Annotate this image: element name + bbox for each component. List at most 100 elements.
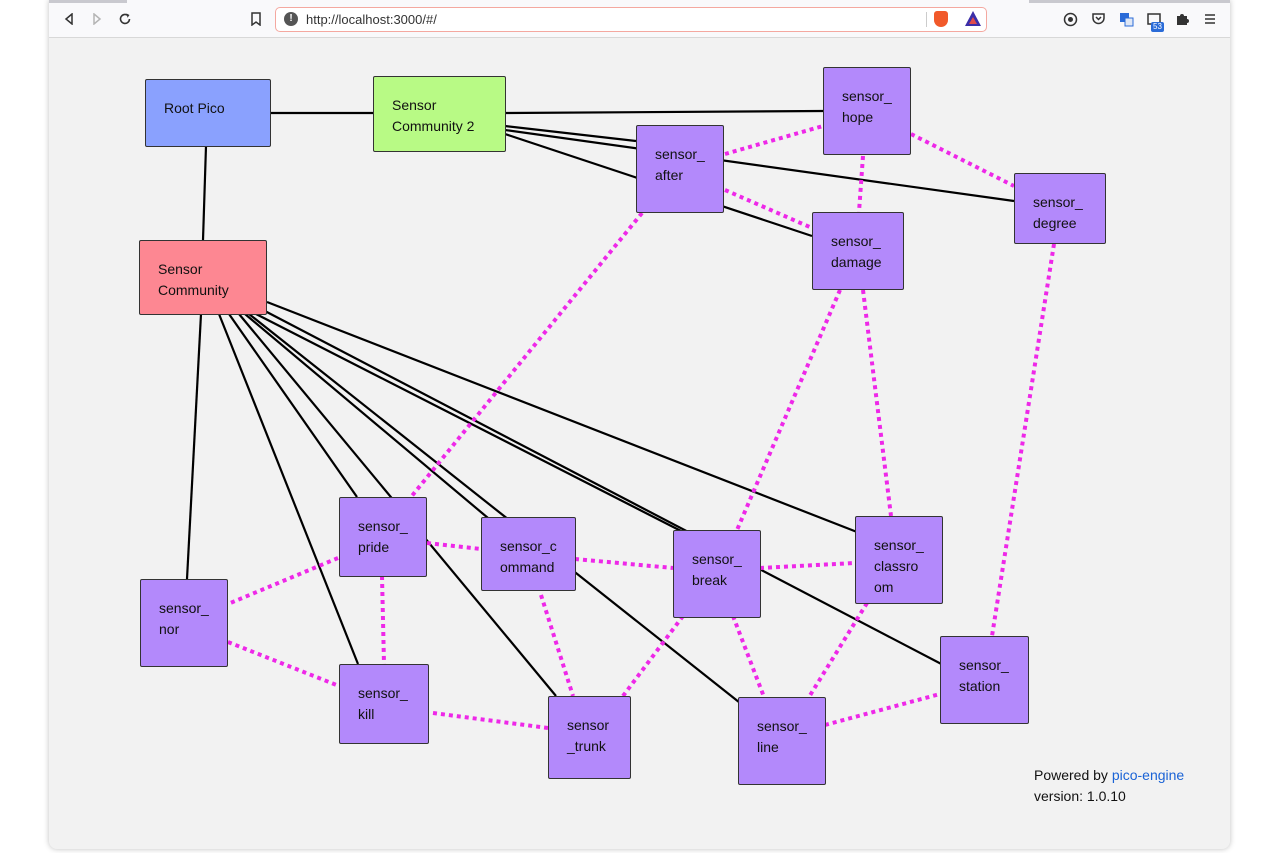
edge-community-pride (228, 313, 358, 498)
pico-sensor-after[interactable]: sensor_after (636, 125, 724, 213)
pico-sensor-line[interactable]: sensor_line (738, 697, 826, 785)
pico-label-line: sensor_ (959, 657, 1009, 673)
pico-label-line: sensor_ (159, 600, 209, 616)
pico-label-line: sensor_ (1033, 194, 1083, 210)
pico-sensor-degree[interactable]: sensor_degree (1014, 173, 1106, 244)
sub-after-hope (724, 124, 824, 156)
pico-label-line: nor (159, 621, 180, 637)
tab-strip (49, 0, 127, 3)
pico-label-line: station (959, 678, 1001, 694)
menu-icon[interactable] (1202, 11, 1218, 27)
brave-icon[interactable] (934, 11, 948, 27)
pico-label-line: Community (158, 282, 229, 298)
pico-label-line: Sensor (158, 261, 203, 277)
pico-label-line: _trunk (567, 738, 606, 754)
parent-child-edges (185, 109, 1015, 715)
sub-break-classroom (759, 561, 856, 570)
pico-label-line: break (692, 572, 728, 588)
pico-label-line: after (655, 167, 684, 183)
extension-badge: 53 (1151, 22, 1164, 32)
edge-community2-hope (504, 109, 824, 115)
browser-toolbar: ! 53 (49, 0, 1230, 38)
edge-community-nor (185, 313, 203, 580)
pico-label-line: Root Pico (164, 100, 225, 116)
pico-label-line: sensor_ (757, 718, 807, 734)
sub-nor-kill (227, 640, 340, 688)
pico-label-line: sensor_ (358, 685, 408, 701)
edge-community2-after (504, 124, 637, 143)
reload-icon[interactable] (117, 11, 133, 27)
powered-by-label: Powered by (1034, 767, 1108, 783)
back-icon[interactable] (61, 11, 77, 27)
sub-damage-break (735, 289, 842, 531)
sub-pride-command (426, 541, 482, 551)
pico-sensor-hope[interactable]: sensor_hope (823, 67, 911, 155)
pico-root[interactable]: Root Pico (145, 79, 271, 147)
privacy-icon[interactable] (1062, 11, 1078, 27)
engine-version: version: 1.0.10 (1034, 788, 1126, 804)
sub-pride-kill (380, 575, 386, 665)
pico-label-line: degree (1033, 215, 1077, 231)
aurora-icon[interactable] (965, 11, 981, 26)
pocket-icon[interactable] (1090, 11, 1106, 27)
pico-label-line: sensor_ (655, 146, 705, 162)
tab-strip-right (1029, 0, 1230, 3)
pico-label-line: sensor_ (358, 518, 408, 534)
pico-label-line: line (757, 739, 779, 755)
address-bar[interactable]: ! (275, 7, 987, 32)
browser-window: ! 53 (49, 0, 1230, 849)
sub-break-line (731, 615, 766, 698)
pico-label-line: sensor_ (692, 551, 742, 567)
sub-command-break (574, 557, 674, 570)
pico-engine-link[interactable]: pico-engine (1111, 767, 1185, 783)
sub-degree-station (990, 243, 1056, 637)
pico-label-line: sensor (567, 717, 610, 733)
sub-after-pride (409, 211, 644, 499)
sub-line-station (824, 692, 941, 727)
pico-label-line: sensor_ (831, 233, 881, 249)
powered-by-line: Powered by pico-engine (1034, 765, 1184, 786)
edge-community-station (262, 309, 950, 669)
forward-icon[interactable] (89, 11, 105, 27)
edge-community-classroom (266, 300, 858, 534)
edge-root-community (201, 145, 208, 241)
pico-sensor-damage[interactable]: sensor_damage (812, 212, 904, 290)
info-icon[interactable]: ! (284, 12, 298, 26)
pico-label-line: Sensor (392, 97, 437, 113)
subscription-edges (227, 124, 1056, 730)
pico-label-line: kill (358, 706, 375, 722)
extensions-icon[interactable] (1174, 11, 1190, 27)
edge-community2-degree (504, 128, 1015, 203)
pico-label-line: sensor_c (500, 538, 557, 554)
pico-sensor-pride[interactable]: sensor_pride (339, 497, 427, 577)
edge-community-line (248, 313, 755, 715)
sub-hope-degree (910, 132, 1015, 188)
bookmark-icon[interactable] (248, 11, 264, 27)
pico-label-line: hope (842, 109, 874, 125)
edge-community-kill (217, 313, 360, 665)
pico-sensor-break[interactable]: sensor_break (673, 530, 761, 618)
edge-community-command (244, 313, 489, 519)
pico-sensor-nor[interactable]: sensor_nor (140, 579, 228, 667)
edge-community-break (255, 313, 684, 533)
sub-kill-trunk (432, 711, 549, 730)
sub-command-trunk (539, 594, 575, 697)
pico-label-line: sensor_ (874, 537, 924, 553)
url-input[interactable] (306, 12, 906, 27)
pico-sensor-kill[interactable]: sensor_kill (339, 664, 429, 744)
pico-sensor-trunk[interactable]: sensor _trunk (548, 696, 631, 779)
translate-icon[interactable] (1118, 11, 1134, 27)
pico-label-line: classro (874, 558, 919, 574)
pico-label-line: sensor_ (842, 88, 892, 104)
pico-sensor-station[interactable]: sensor_station (940, 636, 1029, 724)
sub-classroom-line (807, 601, 869, 699)
pico-label-line: pride (358, 539, 390, 555)
sub-pride-nor (227, 556, 339, 606)
pico-label-line: Community 2 (392, 118, 475, 134)
sub-hope-damage (857, 155, 865, 213)
